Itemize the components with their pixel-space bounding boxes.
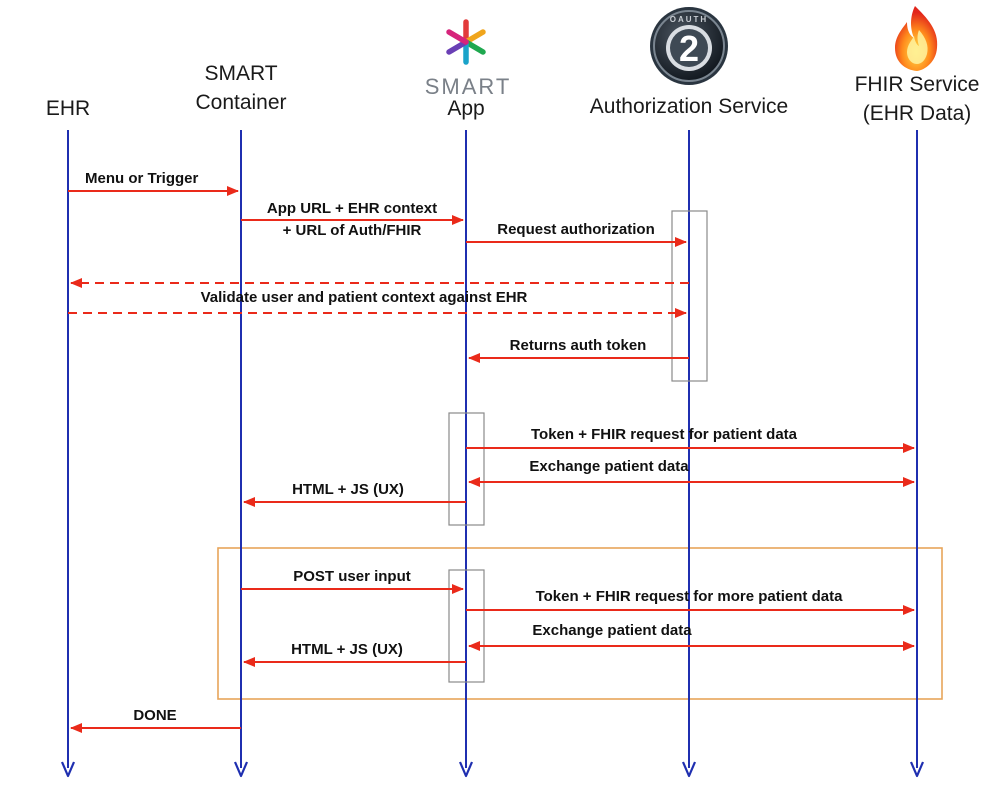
message-exchange-patient-data: Exchange patient data [468, 458, 915, 487]
message-label-post-user-input: POST user input [293, 568, 411, 585]
fhir-flame-icon [895, 6, 938, 71]
message-label-menu-or-trigger: Menu or Trigger [85, 170, 199, 187]
loop-frame [217, 547, 943, 700]
message-returns-auth-token: Returns auth token [468, 337, 689, 363]
app-activation-box-1 [448, 412, 485, 526]
app-activation-box-2 [448, 569, 485, 683]
header-fhir-line-1: (EHR Data) [863, 102, 972, 125]
lifeline-ehr-arrowhead [60, 761, 76, 778]
header-auth-line-0: Authorization Service [590, 95, 788, 118]
message-token-fhir-request: Token + FHIR request for patient data [466, 426, 915, 453]
message-label-request-authorization: Request authorization [497, 221, 655, 238]
message-app-url: App URL + EHR context + URL of Auth/FHIR [241, 200, 464, 239]
oauth2-number: 2 [679, 28, 699, 69]
lifeline-fhir-arrowhead [909, 761, 925, 778]
message-label-html-js-2: HTML + JS (UX) [291, 641, 403, 658]
message-menu-or-trigger: Menu or Trigger [68, 170, 239, 196]
smart-star-logo-icon [446, 19, 486, 65]
message-label-app-url-0: App URL + EHR context [267, 200, 437, 217]
header-fhir-line-0: FHIR Service [855, 73, 980, 96]
message-request-authorization: Request authorization [466, 221, 687, 247]
message-validate-user: Validate user and patient context agains… [68, 289, 687, 318]
header-app-line-0: App [447, 97, 484, 120]
lifeline-app-arrowhead [458, 761, 474, 778]
message-exchange-patient-data-2: Exchange patient data [468, 622, 915, 651]
message-label-app-url-1: + URL of Auth/FHIR [283, 222, 422, 239]
message-html-js-1: HTML + JS (UX) [243, 481, 466, 507]
message-label-html-js-1: HTML + JS (UX) [292, 481, 404, 498]
message-label-token-fhir-request-more: Token + FHIR request for more patient da… [536, 588, 844, 605]
header-container-line-0: SMART [204, 62, 277, 85]
header-ehr-line-0: EHR [46, 97, 90, 120]
oauth2-badge-icon: 2 OAUTH [650, 7, 728, 85]
lifeline-auth-arrowhead [681, 761, 697, 778]
message-done: DONE [70, 707, 241, 733]
smart-logo-wordmark: SMART [425, 74, 512, 99]
message-label-returns-auth-token: Returns auth token [510, 337, 647, 354]
message-html-js-2: HTML + JS (UX) [243, 641, 466, 667]
auth-activation-box [671, 210, 708, 382]
message-label-done: DONE [133, 707, 176, 724]
message-label-exchange-patient-data: Exchange patient data [529, 458, 689, 475]
message-token-fhir-request-more: Token + FHIR request for more patient da… [466, 588, 915, 615]
message-label-validate-user: Validate user and patient context agains… [201, 289, 528, 306]
header-container-line-1: Container [195, 91, 286, 114]
message-label-token-fhir-request: Token + FHIR request for patient data [531, 426, 798, 443]
message-label-exchange-patient-data-2: Exchange patient data [532, 622, 692, 639]
message-post-user-input: POST user input [241, 568, 464, 594]
lifeline-container-arrowhead [233, 761, 249, 778]
oauth2-arc-label: OAUTH [670, 15, 708, 24]
